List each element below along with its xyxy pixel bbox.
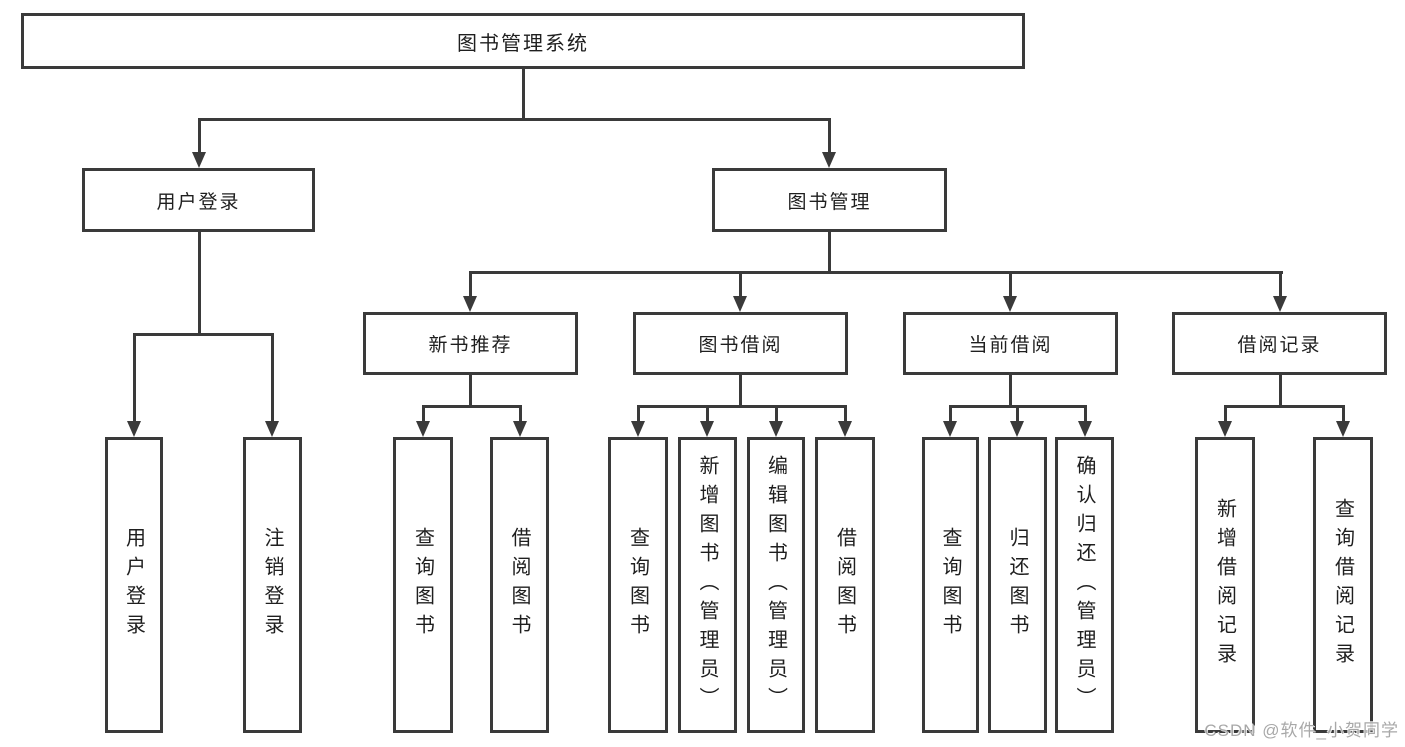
connector-line [1341, 407, 1345, 423]
node-user-login: 用户登录 [82, 168, 315, 232]
connector-line [705, 407, 709, 423]
arrow-down-icon [733, 296, 747, 312]
connector-line [468, 271, 1283, 274]
connector-line [521, 69, 525, 120]
connector-line [421, 405, 522, 408]
arrow-down-icon [1273, 296, 1287, 312]
leaf-label: 归还图书 [1006, 527, 1028, 643]
leaf-label: 注销登录 [261, 527, 283, 643]
connector-line [1223, 407, 1227, 423]
arrow-down-icon [1336, 421, 1350, 437]
connector-line [843, 407, 847, 423]
leaf-user-login: 用户登录 [105, 437, 163, 733]
connector-line [197, 120, 201, 153]
leaf-label: 编辑图书（管理员） [764, 454, 787, 716]
connector-line [948, 405, 1087, 408]
leaf-borrow-books: 借阅图书 [815, 437, 875, 733]
leaf-label: 查询图书 [411, 527, 434, 643]
connector-line [738, 273, 742, 298]
leaf-label: 查询借阅记录 [1331, 498, 1354, 672]
leaf-label: 借阅图书 [833, 527, 856, 643]
arrow-down-icon [127, 421, 141, 437]
connector-line [827, 232, 831, 274]
arrow-down-icon [265, 421, 279, 437]
connector-line [948, 407, 952, 423]
connector-line [1008, 375, 1012, 407]
connector-line [197, 118, 831, 121]
leaf-label: 用户登录 [122, 527, 145, 643]
leaf-query-borrow-record: 查询借阅记录 [1313, 437, 1373, 733]
leaf-logout: 注销登录 [243, 437, 302, 733]
leaf-label: 查询图书 [939, 527, 961, 643]
node-book-borrowing: 图书借阅 [633, 312, 848, 375]
arrow-down-icon [1003, 296, 1017, 312]
arrow-down-icon [943, 421, 957, 437]
connector-line [1008, 273, 1012, 298]
leaf-query-books: 查询图书 [608, 437, 668, 733]
watermark: CSDN @软件_小贺同学 [1204, 721, 1399, 740]
connector-line [827, 120, 831, 153]
leaf-return-books: 归还图书 [988, 437, 1047, 733]
leaf-query-books: 查询图书 [922, 437, 979, 733]
leaf-query-books: 查询图书 [393, 437, 453, 733]
connector-line [421, 407, 425, 423]
connector-line [1278, 375, 1282, 407]
leaf-add-books-admin: 新增图书（管理员） [678, 437, 737, 733]
arrow-down-icon [838, 421, 852, 437]
arrow-down-icon [769, 421, 783, 437]
arrow-down-icon [1078, 421, 1092, 437]
arrow-down-icon [1218, 421, 1232, 437]
connector-line [518, 407, 522, 423]
arrow-down-icon [822, 152, 836, 168]
connector-line [132, 333, 274, 336]
leaf-label: 借阅图书 [508, 527, 530, 643]
arrow-down-icon [416, 421, 430, 437]
connector-line [468, 375, 472, 407]
node-book-management: 图书管理 [712, 168, 947, 232]
connector-line [636, 407, 640, 423]
connector-line [636, 405, 847, 408]
leaf-add-borrow-record: 新增借阅记录 [1195, 437, 1255, 733]
node-current-borrowing: 当前借阅 [903, 312, 1118, 375]
connector-line [270, 335, 274, 422]
leaf-borrow-books: 借阅图书 [490, 437, 549, 733]
leaf-label: 确认归还（管理员） [1073, 454, 1095, 716]
arrow-down-icon [631, 421, 645, 437]
connector-line [1083, 407, 1087, 423]
arrow-down-icon [513, 421, 527, 437]
connector-line [774, 407, 778, 423]
leaf-edit-books-admin: 编辑图书（管理员） [747, 437, 805, 733]
connector-line [1015, 407, 1019, 423]
leaf-label: 新增图书（管理员） [696, 454, 718, 716]
arrow-down-icon [700, 421, 714, 437]
arrow-down-icon [192, 152, 206, 168]
connector-line [468, 273, 472, 298]
connector-line [1278, 273, 1282, 298]
node-new-book-recommendation: 新书推荐 [363, 312, 578, 375]
leaf-confirm-return-admin: 确认归还（管理员） [1055, 437, 1114, 733]
leaf-label: 新增借阅记录 [1213, 498, 1236, 672]
connector-line [1223, 405, 1345, 408]
leaf-label: 查询图书 [626, 527, 649, 643]
node-library-management-system: 图书管理系统 [21, 13, 1025, 69]
arrow-down-icon [463, 296, 477, 312]
arrow-down-icon [1010, 421, 1024, 437]
connector-line [132, 335, 136, 422]
connector-line [738, 375, 742, 407]
node-borrowing-records: 借阅记录 [1172, 312, 1387, 375]
connector-line [197, 232, 201, 336]
